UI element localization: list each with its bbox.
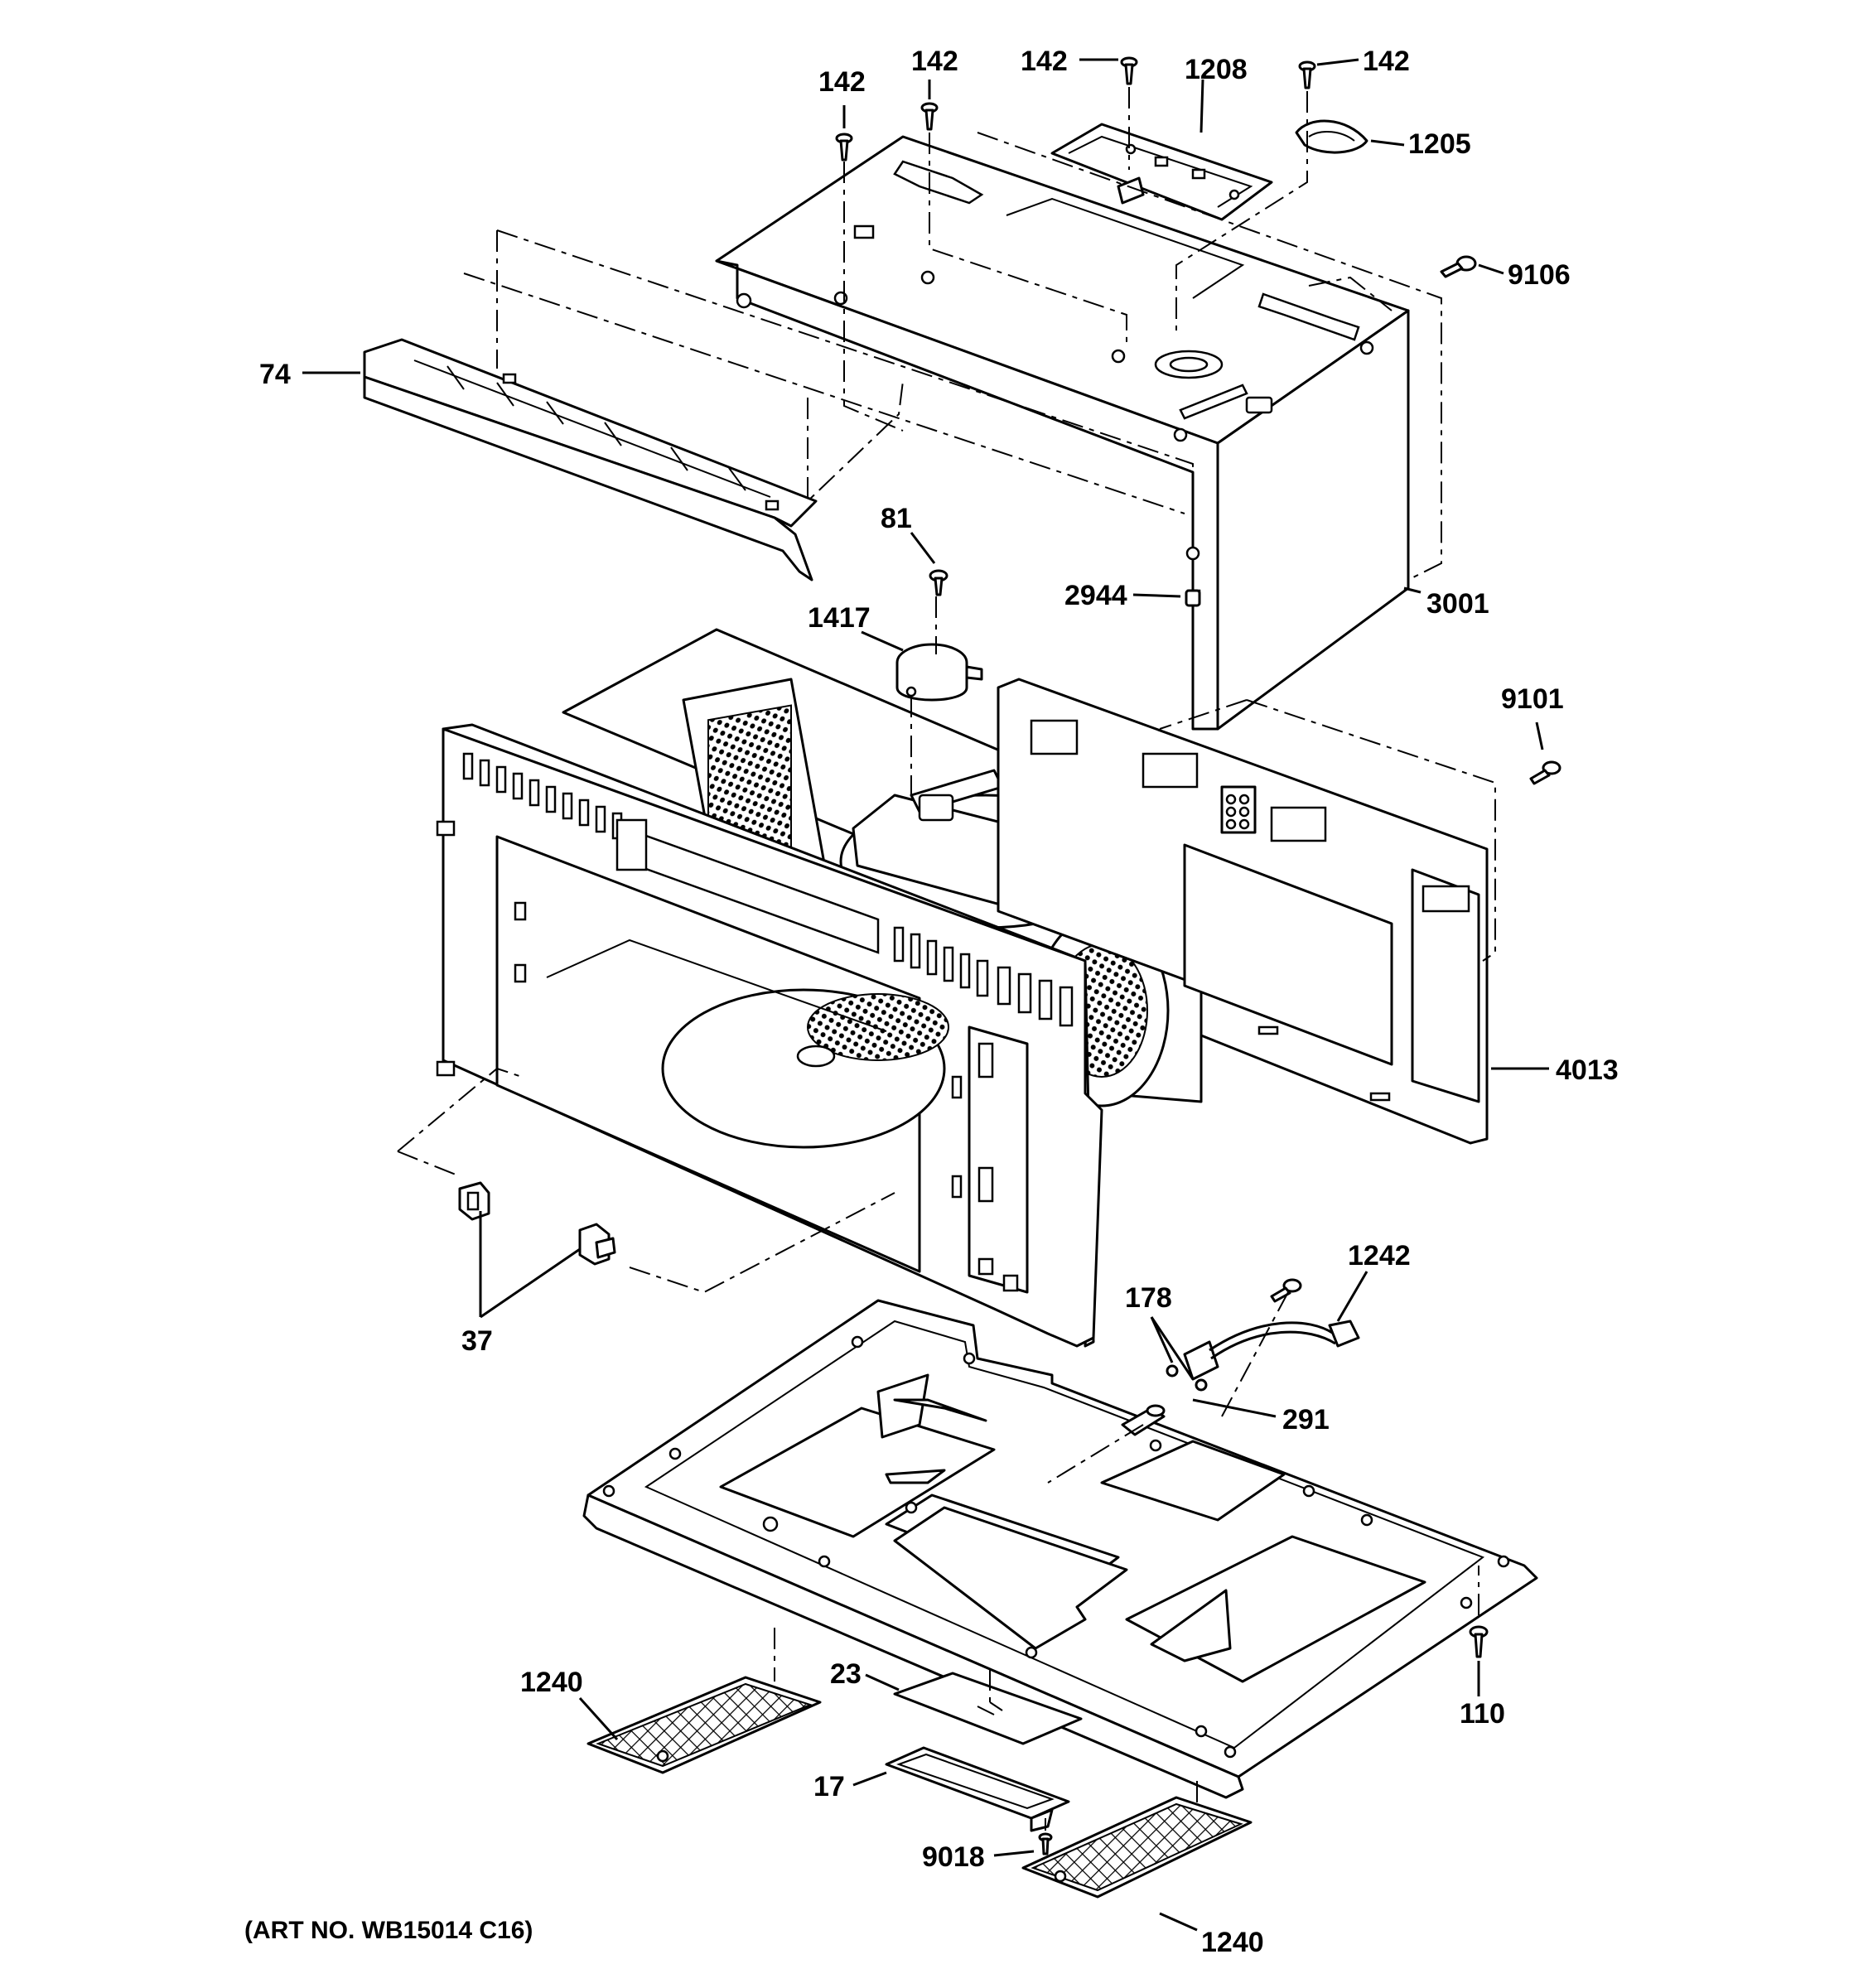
grease-filter-1240-a: [586, 1676, 822, 1774]
louvre-slots-right: [893, 926, 1074, 1027]
alignment-lines: [397, 87, 1496, 1831]
callout-9018: 9018: [922, 1841, 985, 1873]
callout-9101: 9101: [1501, 683, 1564, 715]
bottom-plate: [582, 1299, 1538, 1799]
callout-3001: 3001: [1426, 588, 1489, 620]
mount-bracket-1208: [1050, 123, 1273, 221]
wire-harness-1242: [1183, 1320, 1360, 1381]
callout-1240-b: 1240: [1201, 1927, 1264, 1958]
callout-110: 110: [1460, 1698, 1505, 1730]
screw-81: [929, 569, 948, 596]
callout-labels: 142 142 142 1208 142 1205 9106 74 81 141…: [244, 46, 1619, 1958]
screw-110: [1469, 1625, 1489, 1658]
callout-81: 81: [881, 503, 912, 534]
screw-9018: [1038, 1832, 1053, 1855]
latch-37-b: [578, 1223, 616, 1266]
latch-37-a: [458, 1181, 490, 1221]
back-panel-4013: [997, 678, 1489, 1145]
plug-291: [1121, 1404, 1166, 1436]
callout-1208: 1208: [1185, 54, 1248, 85]
callout-17: 17: [813, 1771, 845, 1802]
leader-lines: [302, 58, 1549, 1932]
callout-74: 74: [259, 359, 291, 390]
capacitor-1417: [895, 643, 983, 702]
callout-291: 291: [1282, 1404, 1330, 1436]
callout-178: 178: [1125, 1282, 1172, 1314]
screw-142-a: [835, 133, 853, 162]
screw-9106: [1440, 255, 1477, 278]
grease-filter-1240-b: [1021, 1796, 1253, 1899]
callout-37: 37: [461, 1325, 493, 1357]
callout-1242: 1242: [1348, 1240, 1411, 1271]
callout-142-b: 142: [911, 46, 958, 77]
front-frame: [436, 723, 1103, 1348]
screw-142-d: [1298, 60, 1316, 89]
callout-2944: 2944: [1064, 580, 1127, 611]
callout-142-c: 142: [1021, 46, 1068, 77]
callout-4013: 4013: [1556, 1054, 1619, 1086]
screw-142-b: [920, 102, 939, 131]
clip-2944: [1185, 589, 1201, 607]
callout-1417: 1417: [808, 602, 871, 634]
callout-142-a: 142: [818, 66, 866, 98]
callout-9106: 9106: [1508, 259, 1571, 291]
vent-grille-74: [363, 338, 818, 581]
screw-9101: [1529, 760, 1561, 785]
screw-1242: [1270, 1278, 1302, 1303]
screw-142-c: [1120, 56, 1138, 85]
screws-178: [1166, 1364, 1208, 1392]
outer-case: [715, 135, 1410, 731]
light-lens-23: [893, 1672, 1083, 1745]
clip-1205: [1295, 119, 1368, 154]
callout-1240-a: 1240: [520, 1667, 583, 1698]
art-number-caption: (ART NO. WB15014 C16): [244, 1917, 533, 1944]
lamp-cover-17: [885, 1746, 1070, 1832]
louvre-slots-left: [462, 752, 623, 840]
callout-1205: 1205: [1408, 128, 1471, 160]
callout-23: 23: [830, 1658, 862, 1690]
callout-142-d: 142: [1363, 46, 1410, 77]
